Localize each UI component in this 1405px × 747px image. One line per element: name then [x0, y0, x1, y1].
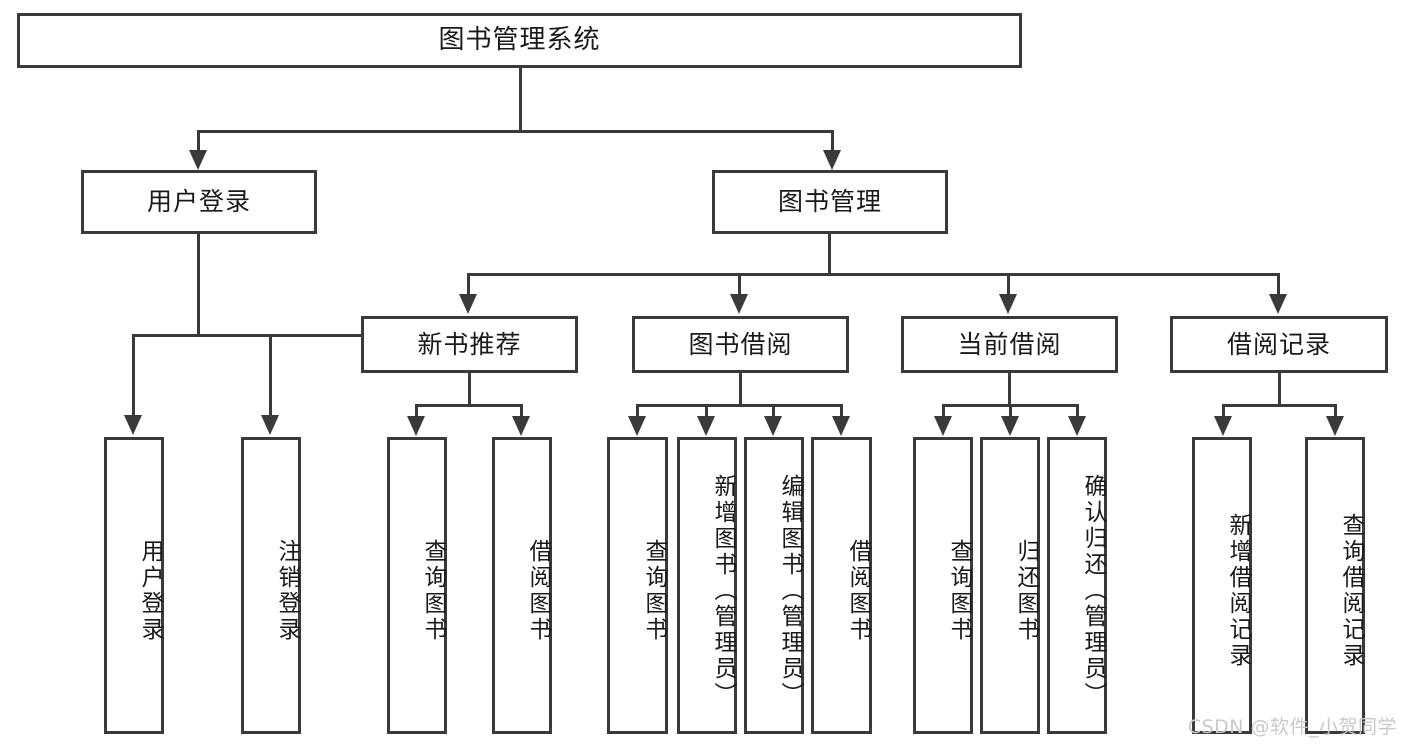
edge-to-book-management: [831, 130, 834, 152]
node-label: 查询图书: [641, 538, 667, 643]
arrowhead-bb-child-1: [628, 416, 646, 436]
leaf-confirm-return-admin[interactable]: 确认归还（管理员）: [1047, 437, 1107, 734]
node-label: 查询借阅记录: [1338, 512, 1364, 669]
edge-current-borrow-stem: [1008, 373, 1011, 406]
arrowhead-br-child-1: [1214, 416, 1232, 436]
arrowhead-bb-child-2: [697, 416, 715, 436]
node-label: 用户登录: [146, 187, 251, 217]
edge-user-login-child-1: [132, 334, 135, 417]
arrowhead-bb-child-3: [764, 416, 782, 436]
edge-root-stem: [519, 68, 522, 132]
node-label: 确认归还（管理员）: [1080, 473, 1106, 708]
leaf-query-book-nbr[interactable]: 查询图书: [387, 437, 447, 734]
node-label: 借阅图书: [525, 538, 551, 643]
edge-new-book-recommend-stem: [468, 373, 471, 406]
node-label: 图书管理: [777, 187, 882, 217]
edge-bb-child-2: [705, 404, 708, 419]
node-label: 图书管理系统: [438, 25, 601, 56]
edge-book-management-stem: [828, 234, 831, 276]
node-label: 归还图书: [1013, 538, 1039, 643]
leaf-borrow-book-nbr[interactable]: 借阅图书: [492, 437, 552, 734]
edge-user-login-stem: [197, 234, 200, 337]
node-label: 图书借阅: [688, 329, 793, 359]
leaf-query-book-cb[interactable]: 查询图书: [913, 437, 973, 734]
node-label: 查询图书: [946, 538, 972, 643]
arrowhead-to-book-management: [823, 150, 841, 170]
node-book-borrow[interactable]: 图书借阅: [632, 316, 849, 373]
edge-bb-child-3: [772, 404, 775, 419]
node-current-borrow[interactable]: 当前借阅: [901, 316, 1118, 373]
arrowhead-to-borrow-record: [1269, 294, 1287, 314]
arrowhead-nbr-child-2: [512, 416, 530, 436]
edge-user-login-child-2: [269, 334, 272, 417]
arrowhead-to-current-borrow: [999, 294, 1017, 314]
leaf-query-book-bb[interactable]: 查询图书: [607, 437, 668, 734]
leaf-return-book[interactable]: 归还图书: [980, 437, 1040, 734]
arrowhead-br-child-2: [1326, 416, 1344, 436]
node-label: 新增图书（管理员）: [710, 473, 736, 708]
arrowhead-to-new-book-recommend: [459, 294, 477, 314]
edge-to-current-borrow: [1007, 273, 1010, 296]
node-new-book-recommend[interactable]: 新书推荐: [361, 316, 578, 373]
edge-borrow-record-stem: [1278, 373, 1281, 406]
arrowhead-to-book-borrow: [730, 294, 748, 314]
edge-level2-bus: [467, 273, 1280, 276]
arrowhead-user-login-child-2: [261, 415, 279, 435]
edge-new-book-recommend-bus: [415, 404, 523, 407]
watermark-text: CSDN @软件_小贺同学: [1187, 716, 1397, 738]
leaf-logout[interactable]: 注销登录: [241, 437, 301, 734]
node-label: 编辑图书（管理员）: [777, 473, 803, 708]
node-label: 注销登录: [274, 538, 300, 643]
edge-to-new-book-recommend: [467, 273, 470, 296]
node-label: 用户登录: [137, 538, 163, 643]
arrowhead-nbr-child-1: [407, 416, 425, 436]
arrowhead-cb-child-2: [1001, 416, 1019, 436]
node-label: 新书推荐: [417, 329, 522, 359]
arrowhead-cb-child-3: [1068, 416, 1086, 436]
arrowhead-user-login-child-1: [124, 415, 142, 435]
edge-to-user-login: [197, 130, 200, 152]
edge-book-borrow-stem: [739, 373, 742, 406]
edge-cb-child-2: [1009, 404, 1012, 419]
leaf-edit-book-admin[interactable]: 编辑图书（管理员）: [744, 437, 804, 734]
leaf-add-book-admin[interactable]: 新增图书（管理员）: [677, 437, 737, 734]
node-label: 借阅记录: [1226, 329, 1331, 359]
arrowhead-to-user-login: [189, 150, 207, 170]
leaf-user-login[interactable]: 用户登录: [104, 437, 164, 734]
edge-bb-child-4: [840, 404, 843, 419]
edge-to-book-borrow: [738, 273, 741, 296]
node-label: 新增借阅记录: [1225, 512, 1251, 669]
leaf-add-borrow-record[interactable]: 新增借阅记录: [1192, 437, 1252, 734]
edge-cb-child-3: [1076, 404, 1079, 419]
edge-nbr-child-2: [520, 404, 523, 419]
edge-level1-bus: [197, 130, 834, 133]
edge-user-login-bus: [132, 334, 402, 337]
leaf-borrow-book-bb[interactable]: 借阅图书: [811, 437, 872, 734]
node-borrow-record[interactable]: 借阅记录: [1170, 316, 1388, 373]
edge-br-child-1: [1222, 404, 1225, 419]
leaf-query-borrow-record[interactable]: 查询借阅记录: [1305, 437, 1365, 734]
edge-br-child-2: [1334, 404, 1337, 419]
node-label: 借阅图书: [845, 538, 871, 643]
arrowhead-cb-child-1: [934, 416, 952, 436]
edge-nbr-child-1: [415, 404, 418, 419]
arrowhead-bb-child-4: [832, 416, 850, 436]
edge-to-borrow-record: [1277, 273, 1280, 296]
node-label: 当前借阅: [957, 329, 1062, 359]
edge-borrow-record-bus: [1222, 404, 1337, 407]
node-book-management[interactable]: 图书管理: [712, 170, 948, 234]
node-label: 查询图书: [420, 538, 446, 643]
node-user-login[interactable]: 用户登录: [81, 170, 317, 234]
node-root-book-management-system[interactable]: 图书管理系统: [17, 13, 1022, 68]
edge-cb-child-1: [942, 404, 945, 419]
edge-book-borrow-bus: [636, 404, 843, 407]
edge-bb-child-1: [636, 404, 639, 419]
